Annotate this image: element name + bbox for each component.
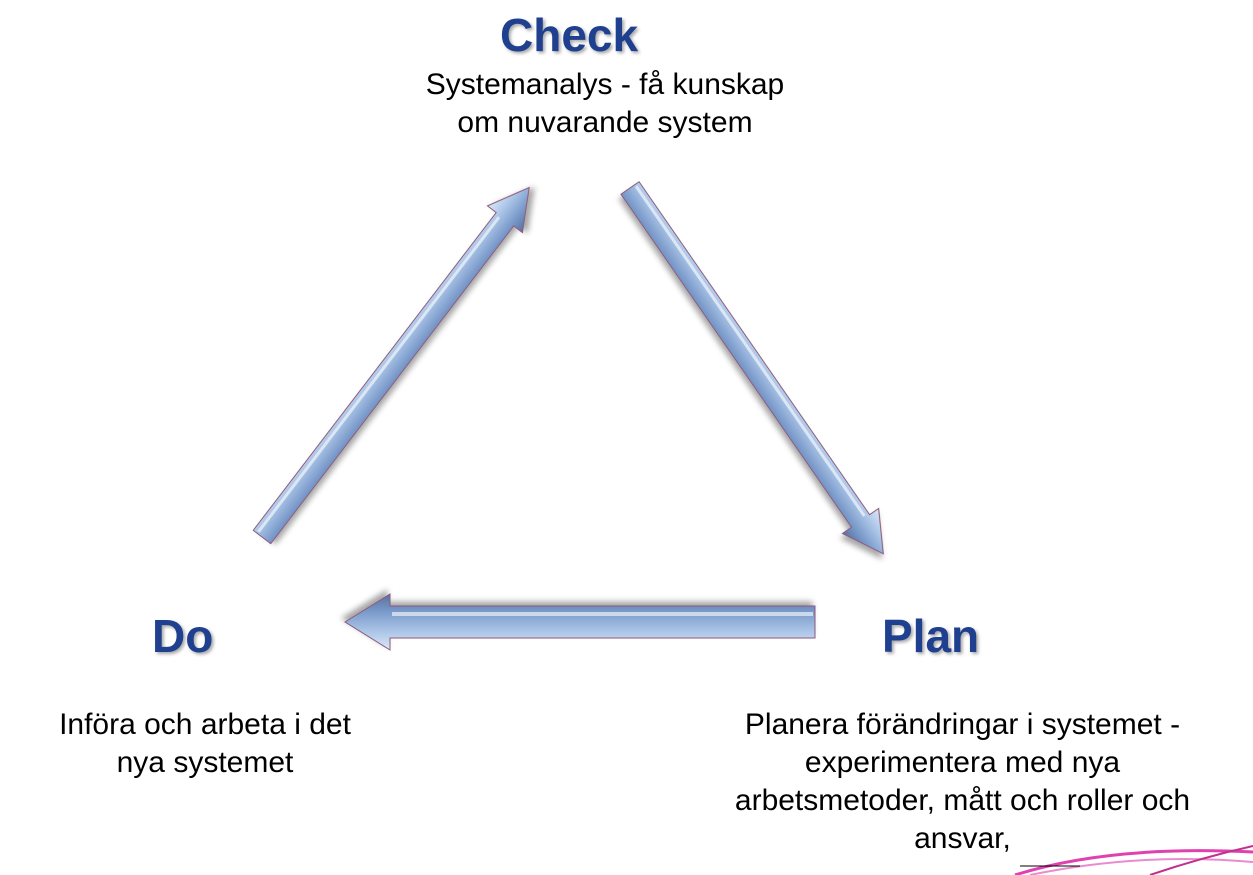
plan-description-line: Planera förändringar i systemet - — [744, 708, 1181, 741]
check-description-line: om nuvarande system — [457, 106, 753, 139]
do-description: Införa och arbeta i det nya systemet — [20, 706, 390, 782]
plan-description-line: arbetsmetoder, mått och roller och — [734, 784, 1191, 817]
do-heading: Do — [152, 610, 214, 662]
plan-heading: Plan — [882, 610, 980, 662]
check-description: Systemanalys - få kunskap om nuvarande s… — [360, 66, 850, 142]
check-description-line: Systemanalys - få kunskap — [425, 68, 785, 101]
check-heading: Check — [500, 9, 639, 61]
arrow-check-to-plan — [620, 181, 884, 555]
decorative-swoosh — [1014, 845, 1253, 875]
do-description-line: nya systemet — [116, 746, 294, 779]
plan-description-line: ansvar, — [914, 822, 1011, 855]
arrow-plan-to-do — [344, 593, 816, 651]
arrow-do-to-check — [252, 186, 530, 545]
plan-description-line: experimentera med nya — [804, 746, 1121, 779]
plan-description: Planera förändringar i systemet - experi… — [670, 706, 1253, 858]
do-description-line: Införa och arbeta i det — [59, 708, 351, 741]
